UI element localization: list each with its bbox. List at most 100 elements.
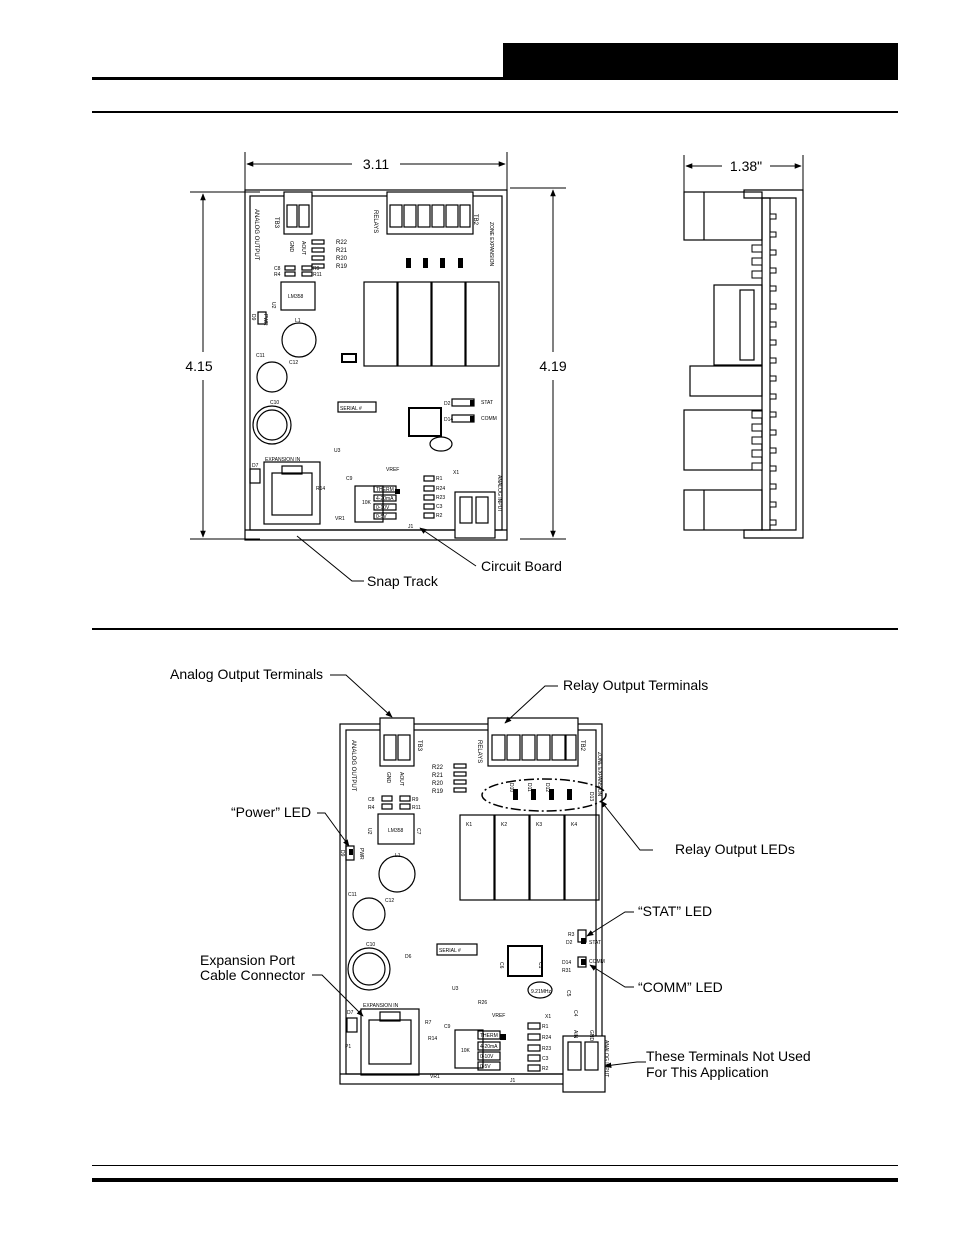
- svg-text:D9: D9: [250, 314, 256, 321]
- svg-text:R26: R26: [478, 1000, 487, 1006]
- svg-text:C12: C12: [289, 360, 298, 366]
- svg-text:THERM: THERM: [480, 1033, 498, 1039]
- svg-text:C7: C7: [415, 828, 421, 835]
- width-dimension: 3.11: [244, 152, 508, 200]
- svg-text:D13: D13: [588, 792, 594, 801]
- svg-text:C1: C1: [537, 962, 543, 969]
- depth-dimension: 1.38": [683, 155, 804, 195]
- svg-text:K1: K1: [466, 822, 472, 828]
- bottom-relay-leds: [349, 789, 586, 1040]
- svg-text:RELAYS: RELAYS: [372, 210, 378, 233]
- top-relay-leds: [395, 258, 474, 494]
- svg-text:STAT: STAT: [589, 940, 601, 946]
- svg-text:COMM: COMM: [589, 959, 605, 965]
- svg-text:R19: R19: [336, 264, 348, 270]
- svg-text:R2: R2: [542, 1066, 549, 1072]
- power-led-callout: “Power” LED: [231, 804, 311, 820]
- svg-text:U3: U3: [452, 986, 459, 992]
- svg-text:4-20mA: 4-20mA: [480, 1044, 498, 1050]
- svg-text:R1: R1: [542, 1024, 549, 1030]
- svg-text:C8: C8: [274, 266, 281, 272]
- svg-text:C4: C4: [572, 1010, 578, 1017]
- svg-text:D6: D6: [405, 954, 412, 960]
- svg-text:R20: R20: [336, 256, 348, 262]
- svg-text:10K: 10K: [461, 1048, 471, 1054]
- svg-text:AIN: AIN: [572, 1030, 578, 1039]
- svg-text:R22: R22: [336, 240, 348, 246]
- svg-text:J1: J1: [510, 1078, 516, 1084]
- svg-text:C11: C11: [256, 353, 265, 359]
- svg-text:L1: L1: [395, 853, 401, 859]
- svg-text:0-5V: 0-5V: [376, 514, 387, 520]
- svg-text:ANALOG INPUT: ANALOG INPUT: [496, 475, 502, 512]
- svg-text:VR1: VR1: [335, 516, 345, 522]
- svg-text:PWR: PWR: [262, 314, 268, 326]
- svg-text:K4: K4: [571, 822, 577, 828]
- svg-text:PWR: PWR: [358, 848, 364, 860]
- svg-text:D14: D14: [562, 960, 571, 966]
- svg-text:X1: X1: [453, 470, 459, 476]
- svg-text:R7: R7: [425, 1020, 432, 1026]
- relay-output-terminals-callout: Relay Output Terminals: [563, 677, 708, 693]
- svg-text:THERM: THERM: [376, 487, 394, 493]
- svg-text:R23: R23: [436, 495, 445, 501]
- svg-text:X1: X1: [545, 1014, 551, 1020]
- svg-text:D11: D11: [526, 783, 532, 792]
- svg-text:GND: GND: [588, 1030, 594, 1042]
- expansion-port-callout-line1: Expansion Port: [200, 952, 295, 968]
- height-right-label: 4.19: [539, 358, 566, 374]
- svg-text:D2: D2: [444, 401, 451, 407]
- svg-text:R4: R4: [368, 805, 375, 811]
- top-board: [244, 189, 508, 541]
- snap-track-callout: Snap Track: [296, 535, 439, 589]
- side-profile-pins: [751, 213, 777, 526]
- svg-text:C3: C3: [542, 1056, 549, 1062]
- svg-text:R24: R24: [436, 486, 445, 492]
- svg-text:R9: R9: [313, 266, 320, 272]
- svg-text:VREF: VREF: [492, 1013, 505, 1019]
- svg-text:C10: C10: [366, 942, 375, 948]
- svg-text:R1: R1: [436, 476, 443, 482]
- svg-text:C12: C12: [385, 898, 394, 904]
- svg-text:C8: C8: [368, 797, 375, 803]
- svg-text:R21: R21: [336, 248, 348, 254]
- stat-led-callout: “STAT” LED: [638, 903, 712, 919]
- svg-text:D2: D2: [566, 940, 573, 946]
- svg-text:D9: D9: [339, 850, 345, 857]
- svg-text:R31: R31: [562, 968, 571, 974]
- svg-text:TB2: TB2: [579, 740, 585, 752]
- svg-text:Snap Track: Snap Track: [367, 573, 439, 589]
- svg-text:STAT: STAT: [481, 400, 493, 406]
- bottom-board-labels: TB3 TB2 ANALOG OUTPUT RELAYS ZONE EXPANS…: [339, 740, 609, 1084]
- comm-led-callout: “COMM” LED: [638, 979, 723, 995]
- bottom-board: [339, 717, 606, 1093]
- svg-text:R23: R23: [542, 1046, 551, 1052]
- svg-text:C9: C9: [346, 476, 353, 482]
- svg-text:RELAYS: RELAYS: [476, 740, 482, 763]
- footer-rule-thin: [92, 1165, 898, 1166]
- svg-text:D7: D7: [347, 1010, 354, 1016]
- section-rule-middle: [92, 628, 898, 630]
- unused-terminals-callout-line2: For This Application: [646, 1064, 769, 1080]
- relay-output-leds-callout: Relay Output LEDs: [675, 841, 795, 857]
- depth-label: 1.38": [730, 158, 762, 174]
- width-label: 3.11: [363, 156, 389, 172]
- svg-text:U2: U2: [270, 302, 276, 309]
- svg-text:EXPANSION IN: EXPANSION IN: [363, 1003, 399, 1009]
- svg-text:Circuit Board: Circuit Board: [481, 558, 562, 574]
- svg-text:TB3: TB3: [416, 740, 422, 752]
- svg-text:ANALOG OUTPUT: ANALOG OUTPUT: [350, 740, 356, 792]
- svg-text:K3: K3: [536, 822, 542, 828]
- svg-text:R4: R4: [274, 272, 281, 278]
- svg-text:C3: C3: [436, 504, 443, 510]
- footer-rule-thick: [92, 1178, 898, 1182]
- svg-text:P1: P1: [345, 1044, 351, 1050]
- side-profile: [683, 189, 804, 539]
- svg-text:GND: GND: [288, 241, 294, 253]
- svg-text:R19: R19: [432, 789, 444, 795]
- svg-text:TB2: TB2: [472, 214, 478, 226]
- svg-text:J1: J1: [408, 524, 414, 530]
- circuit-board-callout: Circuit Board: [419, 527, 562, 574]
- section-rule-top: [92, 111, 898, 113]
- svg-text:COMM: COMM: [481, 416, 497, 422]
